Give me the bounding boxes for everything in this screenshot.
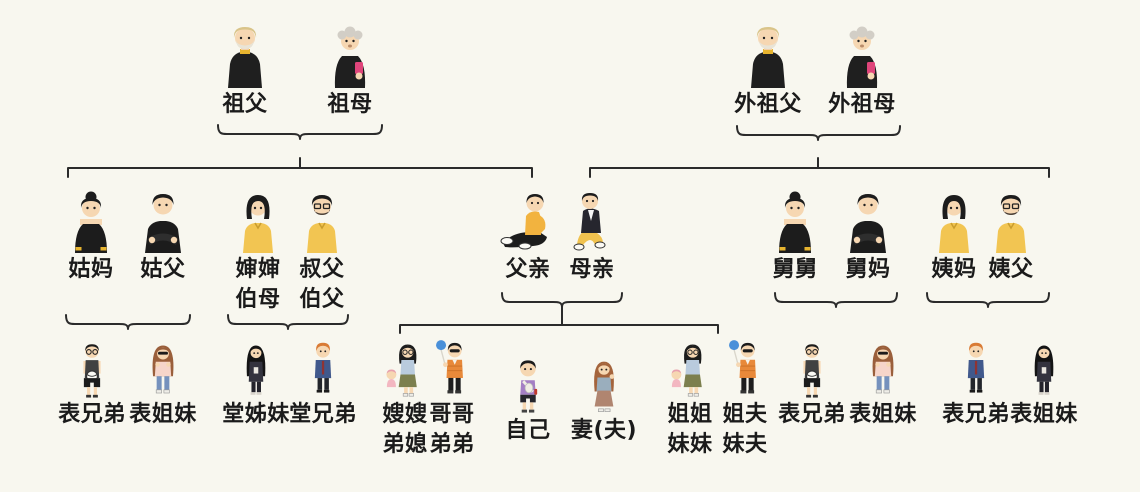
person-biaojiemei-mid: 表姐妹	[828, 340, 938, 430]
person-tangxiongdi: 堂兄弟	[268, 340, 378, 430]
girl-sunglasses-icon	[144, 340, 182, 398]
boy-volleyball-icon	[794, 340, 830, 398]
person-label: 叔父 伯父	[299, 257, 345, 312]
grandmother-icon	[840, 26, 884, 88]
person-label: 姐姐 妹妹	[667, 402, 713, 457]
person-wife-husband: 妻(夫)	[549, 340, 659, 446]
man-orange-hair-icon	[305, 340, 341, 398]
person-maternal-grandmother: 外祖母	[807, 26, 917, 120]
person-yima: 姨妈	[899, 191, 1009, 285]
woman-long-dark-hair-icon	[1028, 340, 1060, 398]
brace-parents-couple	[501, 292, 623, 308]
brace-paternal-grandparents	[217, 124, 383, 140]
person-jiuma: 舅妈	[813, 191, 923, 285]
person-shenshen-bomu: 婶婶 伯母	[203, 191, 313, 315]
man-orange-polo-balloon-icon	[432, 340, 472, 398]
person-label: 婶婶 伯母	[235, 257, 281, 312]
person-label: 嫂嫂 弟媳	[382, 402, 428, 457]
person-label: 表兄弟	[942, 402, 1010, 427]
person-label: 表姐妹	[849, 402, 917, 427]
person-jiejie-meimei: 姐姐 妹妹	[635, 340, 745, 460]
person-saosao-dixi: 嫂嫂 弟媳	[350, 340, 460, 460]
person-paternal-grandmother: 祖母	[295, 26, 405, 120]
person-label: 母亲	[569, 257, 615, 282]
person-label: 姨父	[988, 257, 1034, 282]
person-guma: 姑妈	[36, 191, 146, 285]
brace-shubo-couple	[227, 314, 349, 330]
woman-bun-icon	[772, 191, 818, 253]
person-label: 姐夫 妹夫	[722, 402, 768, 457]
wife-icon	[585, 340, 623, 414]
bracket-maternal-children	[589, 157, 1050, 178]
grandmother-icon	[328, 26, 372, 88]
person-label: 自己	[505, 418, 551, 443]
person-label: 祖母	[327, 92, 373, 117]
person-label: 表兄弟	[58, 402, 126, 427]
person-label: 父亲	[505, 257, 551, 282]
grandfather-icon	[221, 26, 269, 88]
person-label: 外祖父	[734, 92, 802, 117]
bracket-siblings	[399, 306, 719, 334]
person-label: 哥哥 弟弟	[429, 402, 475, 457]
person-jiefu-meifu: 姐夫 妹夫	[690, 340, 800, 460]
man-beard-glasses-icon	[299, 191, 345, 253]
person-self: 自己	[473, 340, 583, 446]
person-label: 舅妈	[845, 257, 891, 282]
bracket-paternal-children	[67, 157, 533, 178]
brace-gugu-couple	[65, 314, 191, 330]
person-label: 姨妈	[931, 257, 977, 282]
brace-yima-couple	[926, 292, 1050, 308]
person-biaoxiongdi-mid: 表兄弟	[757, 340, 867, 430]
girl-sunglasses-icon	[864, 340, 902, 398]
mother-sitting-icon	[563, 191, 621, 253]
boy-volleyball-icon	[74, 340, 110, 398]
man-crossed-arms-icon	[138, 191, 188, 253]
person-label: 姑父	[140, 257, 186, 282]
person-father: 父亲	[473, 191, 583, 285]
person-label: 堂兄弟	[289, 402, 357, 427]
person-label: 表姐妹	[129, 402, 197, 427]
person-label: 表兄弟	[778, 402, 846, 427]
brace-maternal-grandparents	[736, 125, 901, 141]
brace-jiujiu-couple	[774, 292, 898, 308]
person-tangzimei: 堂姊妹	[201, 340, 311, 430]
person-label: 外祖母	[828, 92, 896, 117]
person-paternal-grandfather: 祖父	[190, 26, 300, 120]
person-label: 堂姊妹	[222, 402, 290, 427]
grandfather-icon	[744, 26, 792, 88]
person-gege-didi: 哥哥 弟弟	[397, 340, 507, 460]
person-gufu: 姑父	[108, 191, 218, 285]
person-biaojiemei-right: 表姐妹	[989, 340, 1099, 430]
man-crossed-arms-icon	[843, 191, 893, 253]
person-shufu-bofu: 叔父 伯父	[267, 191, 377, 315]
person-biaojiemei-left: 表姐妹	[108, 340, 218, 430]
person-label: 舅舅	[772, 257, 818, 282]
person-maternal-grandfather: 外祖父	[713, 26, 823, 120]
person-mother: 母亲	[537, 191, 647, 285]
person-label: 表姐妹	[1010, 402, 1078, 427]
person-biaoxiongdi-left: 表兄弟	[37, 340, 147, 430]
person-label: 姑妈	[68, 257, 114, 282]
man-beard-glasses-icon	[988, 191, 1034, 253]
person-label: 妻(夫)	[570, 418, 638, 443]
self-boy-icon	[510, 340, 546, 414]
person-biaoxiongdi-right: 表兄弟	[921, 340, 1031, 430]
person-label: 祖父	[222, 92, 268, 117]
person-jiujiu: 舅舅	[740, 191, 850, 285]
person-yifu: 姨父	[956, 191, 1066, 285]
